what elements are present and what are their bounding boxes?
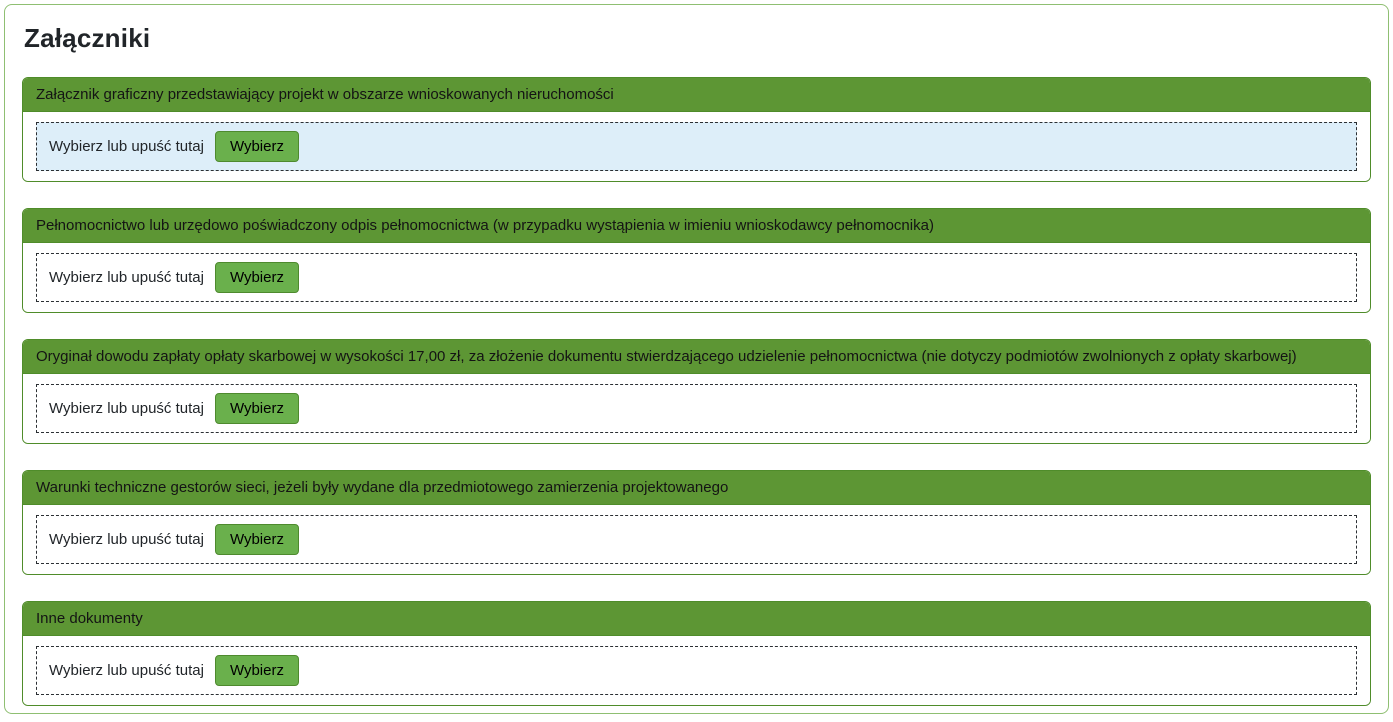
attachment-section: Inne dokumenty Wybierz lub upuść tutaj W… <box>22 601 1371 706</box>
choose-file-button[interactable]: Wybierz <box>214 393 299 424</box>
section-header: Oryginał dowodu zapłaty opłaty skarbowej… <box>23 340 1370 374</box>
section-body: Wybierz lub upuść tutaj Wybierz <box>23 505 1370 574</box>
dropzone-label: Wybierz lub upuść tutaj <box>49 531 204 548</box>
choose-file-button[interactable]: Wybierz <box>214 524 299 555</box>
dropzone-label: Wybierz lub upuść tutaj <box>49 662 204 679</box>
section-header: Inne dokumenty <box>23 602 1370 636</box>
section-header: Załącznik graficzny przedstawiający proj… <box>23 78 1370 112</box>
page-container: Załączniki Załącznik graficzny przedstaw… <box>4 4 1389 714</box>
dropzone-label: Wybierz lub upuść tutaj <box>49 400 204 417</box>
choose-file-button[interactable]: Wybierz <box>214 131 299 162</box>
file-dropzone[interactable]: Wybierz lub upuść tutaj Wybierz <box>36 646 1357 695</box>
attachment-section: Oryginał dowodu zapłaty opłaty skarbowej… <box>22 339 1371 444</box>
section-header: Pełnomocnictwo lub urzędowo poświadczony… <box>23 209 1370 243</box>
attachment-section: Warunki techniczne gestorów sieci, jeżel… <box>22 470 1371 575</box>
dropzone-label: Wybierz lub upuść tutaj <box>49 269 204 286</box>
section-title: Oryginał dowodu zapłaty opłaty skarbowej… <box>36 348 1297 365</box>
section-body: Wybierz lub upuść tutaj Wybierz <box>23 636 1370 705</box>
section-body: Wybierz lub upuść tutaj Wybierz <box>23 112 1370 181</box>
section-header: Warunki techniczne gestorów sieci, jeżel… <box>23 471 1370 505</box>
file-dropzone[interactable]: Wybierz lub upuść tutaj Wybierz <box>36 122 1357 171</box>
dropzone-label: Wybierz lub upuść tutaj <box>49 138 204 155</box>
file-dropzone[interactable]: Wybierz lub upuść tutaj Wybierz <box>36 515 1357 564</box>
page-title: Załączniki <box>24 23 151 53</box>
section-title: Warunki techniczne gestorów sieci, jeżel… <box>36 479 729 496</box>
attachment-section: Pełnomocnictwo lub urzędowo poświadczony… <box>22 208 1371 313</box>
section-title: Pełnomocnictwo lub urzędowo poświadczony… <box>36 217 934 234</box>
choose-file-button[interactable]: Wybierz <box>214 262 299 293</box>
attachments-list: Załącznik graficzny przedstawiający proj… <box>22 77 1371 706</box>
attachment-section: Załącznik graficzny przedstawiający proj… <box>22 77 1371 182</box>
file-dropzone[interactable]: Wybierz lub upuść tutaj Wybierz <box>36 253 1357 302</box>
section-title: Inne dokumenty <box>36 610 143 627</box>
file-dropzone[interactable]: Wybierz lub upuść tutaj Wybierz <box>36 384 1357 433</box>
section-title: Załącznik graficzny przedstawiający proj… <box>36 86 614 103</box>
section-body: Wybierz lub upuść tutaj Wybierz <box>23 374 1370 443</box>
choose-file-button[interactable]: Wybierz <box>214 655 299 686</box>
section-body: Wybierz lub upuść tutaj Wybierz <box>23 243 1370 312</box>
